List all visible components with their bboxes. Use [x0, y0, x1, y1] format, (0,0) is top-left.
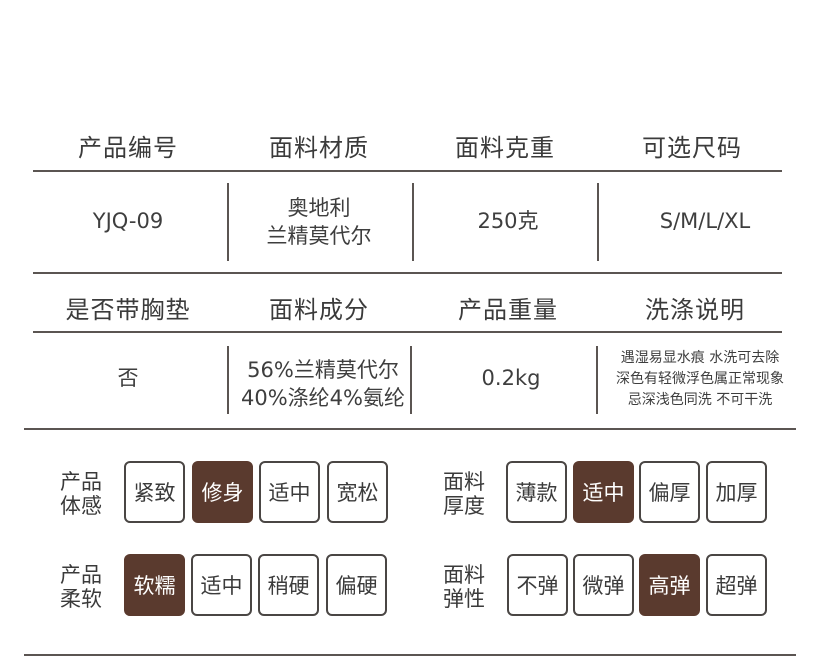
- option-elasticity-none[interactable]: 不弹: [507, 554, 568, 616]
- label-line: 弹性: [443, 587, 485, 611]
- divider: [227, 346, 229, 414]
- value-line: 奥地利: [287, 196, 351, 220]
- label-line: 柔软: [60, 587, 102, 611]
- value-chest-pad: 否: [117, 366, 139, 390]
- header-composition: 面料成分: [269, 296, 369, 324]
- option-thickness-thin[interactable]: 薄款: [506, 461, 567, 523]
- label-line: 面料: [443, 470, 485, 494]
- option-elasticity-high[interactable]: 高弹: [639, 554, 700, 616]
- option-fit-medium[interactable]: 适中: [259, 461, 320, 523]
- header-fabric-weight: 面料克重: [455, 134, 555, 162]
- label-line: 产品: [60, 470, 102, 494]
- label-thickness: 面料 厚度: [434, 470, 494, 518]
- option-fit-slim[interactable]: 修身: [192, 461, 253, 523]
- header-product-weight: 产品重量: [458, 296, 558, 324]
- divider: [227, 183, 229, 261]
- divider: [24, 654, 796, 656]
- value-wash-instructions: 遇湿易显水痕 水洗可去除 深色有轻微浮色属正常现象 忌深浅色同洗 不可干洗: [600, 348, 800, 411]
- value-product-code: YJQ-09: [92, 209, 164, 233]
- header-product-code: 产品编号: [78, 134, 178, 162]
- value-line: 兰精莫代尔: [266, 224, 372, 248]
- header-sizes: 可选尺码: [642, 134, 742, 162]
- option-fit-tight[interactable]: 紧致: [124, 461, 185, 523]
- divider: [412, 183, 414, 261]
- label-fit: 产品 体感: [51, 470, 111, 518]
- divider: [596, 346, 598, 414]
- divider: [33, 272, 782, 274]
- value-line: 遇湿易显水痕 水洗可去除: [620, 350, 780, 366]
- divider: [24, 428, 796, 430]
- divider: [410, 346, 412, 414]
- option-softness-hard[interactable]: 偏硬: [326, 554, 387, 616]
- option-softness-soft[interactable]: 软糯: [124, 554, 185, 616]
- divider: [33, 170, 782, 172]
- label-line: 厚度: [443, 494, 485, 518]
- option-thickness-thick[interactable]: 偏厚: [639, 461, 700, 523]
- value-composition: 56%兰精莫代尔 40%涤纶4%氨纶: [228, 356, 418, 412]
- header-fabric-material: 面料材质: [269, 134, 369, 162]
- option-thickness-extra[interactable]: 加厚: [706, 461, 767, 523]
- option-softness-firm[interactable]: 稍硬: [258, 554, 319, 616]
- label-softness: 产品 柔软: [51, 563, 111, 611]
- value-line: 忌深浅色同洗 不可干洗: [627, 392, 773, 408]
- value-product-weight: 0.2kg: [481, 366, 541, 390]
- label-line: 产品: [60, 563, 102, 587]
- option-softness-medium[interactable]: 适中: [191, 554, 252, 616]
- label-line: 体感: [60, 494, 102, 518]
- value-line: 40%涤纶4%氨纶: [241, 386, 405, 410]
- label-elasticity: 面料 弹性: [434, 563, 494, 611]
- divider: [597, 183, 599, 261]
- option-elasticity-micro[interactable]: 微弹: [573, 554, 634, 616]
- divider: [33, 331, 782, 333]
- value-fabric-weight: 250克: [477, 209, 539, 233]
- value-fabric-material: 奥地利 兰精莫代尔: [224, 194, 414, 250]
- option-elasticity-super[interactable]: 超弹: [706, 554, 767, 616]
- value-line: 深色有轻微浮色属正常现象: [616, 371, 784, 387]
- header-chest-pad: 是否带胸垫: [65, 296, 191, 324]
- header-wash-instructions: 洗涤说明: [645, 296, 745, 324]
- option-fit-loose[interactable]: 宽松: [327, 461, 388, 523]
- value-line: 56%兰精莫代尔: [247, 358, 399, 382]
- value-sizes: S/M/L/XL: [659, 209, 751, 233]
- label-line: 面料: [443, 563, 485, 587]
- option-thickness-medium[interactable]: 适中: [573, 461, 634, 523]
